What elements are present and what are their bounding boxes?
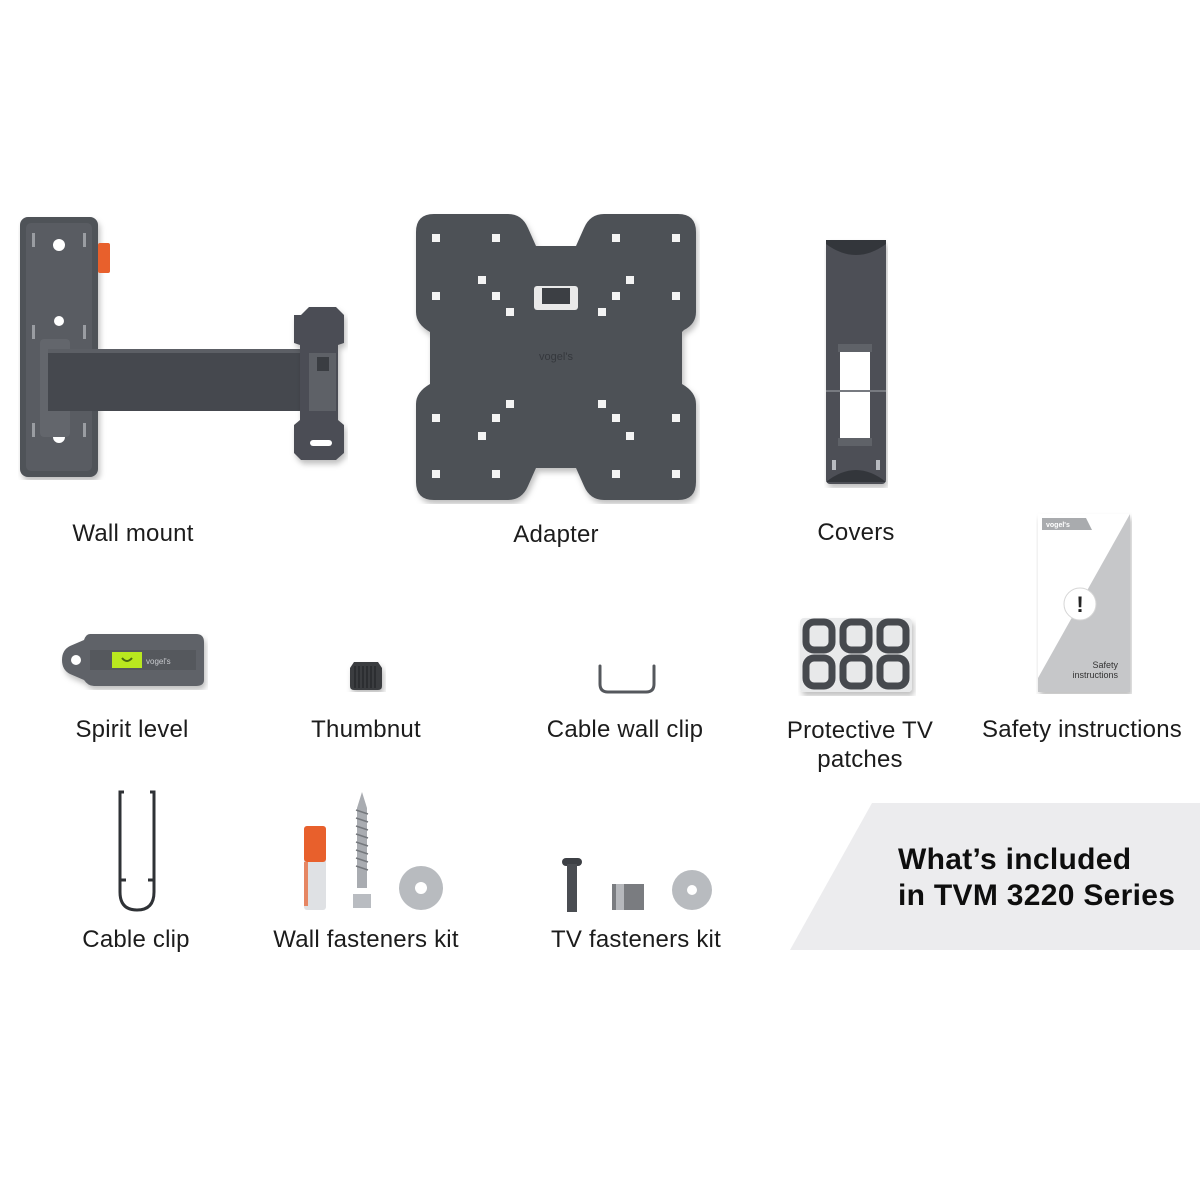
cable-wall-clip-label: Cable wall clip <box>546 716 704 743</box>
safety-booklet-icon: vogel's ! Safety instructions <box>1038 514 1130 692</box>
booklet-text-line2: instructions <box>1072 670 1118 680</box>
cable-wall-clip-item <box>596 662 658 696</box>
wall-fasteners-kit-item <box>296 790 446 914</box>
spirit-level-label: Spirit level <box>75 716 189 743</box>
thumbnut-label: Thumbnut <box>311 716 421 743</box>
page-title: What’s included in TVM 3220 Series <box>898 842 1175 914</box>
cable-clip-icon <box>118 790 156 912</box>
thumbnut-item <box>346 660 386 692</box>
booklet-brand: vogel's <box>1046 522 1070 529</box>
protective-tv-patches-label-line1: Protective TV <box>786 717 934 744</box>
spirit-level-logo: vogel's <box>146 657 171 666</box>
adapter-label: Adapter <box>513 521 599 548</box>
tv-fasteners-kit-item <box>558 856 718 914</box>
page-title-line2: in TVM 3220 Series <box>898 879 1176 912</box>
spirit-level-icon: vogel's <box>62 634 204 686</box>
safety-instructions-label: Safety instructions <box>982 716 1182 743</box>
protective-tv-patches-label: Protective TV patches <box>760 716 960 774</box>
protective-tv-patches-item <box>798 616 916 696</box>
adapter-logo: vogel's <box>539 351 573 363</box>
warning-icon: ! <box>1076 592 1083 617</box>
tv-fasteners-kit-label: TV fasteners kit <box>551 926 721 953</box>
wall-mount-icon <box>20 217 344 477</box>
bolt-spacer-washer-icon <box>562 858 712 912</box>
covers-item <box>824 238 888 488</box>
wall-fasteners-kit-label: Wall fasteners kit <box>273 926 459 953</box>
safety-instructions-item: vogel's ! Safety instructions <box>1036 512 1132 694</box>
cable-clip-label: Cable clip <box>82 926 190 953</box>
adapter-item: vogel's <box>412 212 700 504</box>
protective-tv-patches-label-line2: patches <box>817 746 903 773</box>
wall-mount-label: Wall mount <box>72 520 194 547</box>
covers-icon <box>826 240 886 484</box>
wall-mount-item <box>18 215 348 480</box>
page-title-line1: What’s included <box>898 843 1132 876</box>
cable-clip-item <box>116 786 158 914</box>
u-clip-icon <box>598 664 656 694</box>
booklet-text-line1: Safety <box>1092 660 1118 670</box>
rubber-patches-icon <box>800 618 912 692</box>
adapter-icon: vogel's <box>416 214 696 500</box>
wall-plug-screw-washer-icon <box>304 792 443 910</box>
spirit-level-item: vogel's <box>60 630 208 690</box>
thumbnut-icon <box>350 662 382 690</box>
covers-label: Covers <box>817 519 895 546</box>
